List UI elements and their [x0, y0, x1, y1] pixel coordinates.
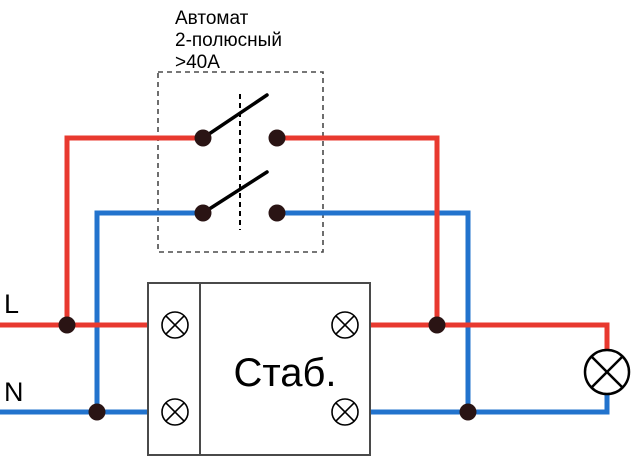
neutral-wire-segment	[94, 210, 203, 412]
terminal-x	[335, 315, 355, 335]
switch-lever-bottom	[201, 170, 269, 215]
terminal-icon	[161, 398, 189, 426]
terminal-icon	[331, 311, 359, 339]
terminal-icon	[331, 398, 359, 426]
breaker-contact-dot	[268, 129, 286, 147]
switch-lever-top	[201, 93, 269, 140]
stabilizer-box: Стаб.	[147, 282, 371, 456]
neutral-wire	[0, 210, 610, 415]
breaker-label-line2: 2-полюсный	[175, 30, 282, 51]
breaker-label-line1: Автомат	[175, 8, 249, 29]
neutral-wire-segment	[358, 394, 610, 415]
terminal-icon	[161, 311, 189, 339]
terminal-x	[165, 315, 185, 335]
neutral-wire-segment	[277, 210, 471, 412]
junction-dot	[88, 403, 106, 421]
junction-dot	[428, 316, 446, 334]
breaker-contact-dot	[268, 204, 286, 222]
stabilizer-outline	[147, 282, 371, 456]
breaker-contact-dot	[194, 204, 212, 222]
live-wire-segment	[277, 135, 440, 325]
live-wire-segment	[64, 135, 203, 325]
lamp-x	[590, 355, 624, 389]
breaker-contact-dot	[194, 129, 212, 147]
live-wire	[0, 135, 610, 350]
contact-dots	[58, 129, 477, 421]
stabilizer-label: Стаб.	[233, 351, 336, 395]
breaker-levers	[201, 93, 269, 215]
live-label: L	[4, 289, 19, 319]
breaker-label-line3: >40А	[175, 52, 220, 73]
neutral-label: N	[4, 377, 24, 407]
live-wire-segment	[358, 322, 610, 350]
junction-dot	[58, 316, 76, 334]
junction-dot	[459, 403, 477, 421]
breaker-dashed-box	[157, 71, 324, 253]
terminal-x	[335, 402, 355, 422]
lamp-icon	[583, 348, 631, 396]
terminal-x	[165, 402, 185, 422]
